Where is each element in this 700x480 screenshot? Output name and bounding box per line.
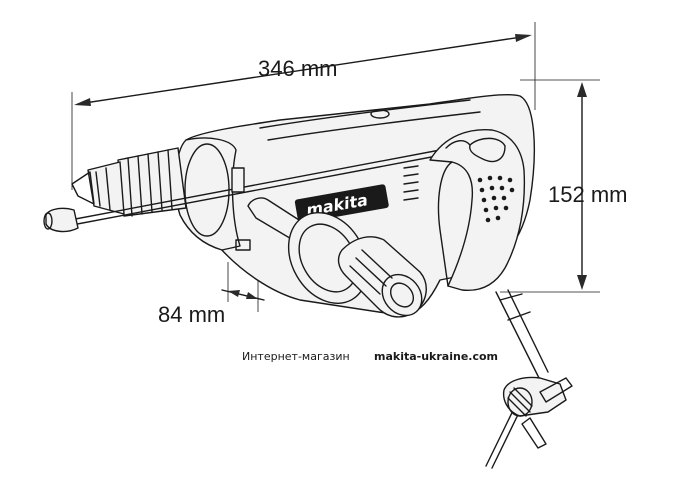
length-dimension xyxy=(71,22,536,190)
offset-label: 84 mm xyxy=(158,302,225,327)
watermark-site: makita-ukraine.com xyxy=(374,350,498,363)
vent-slots xyxy=(403,165,419,201)
drill-illustration: makita xyxy=(43,94,573,469)
side-handle xyxy=(247,197,427,318)
cord-and-chuck-key xyxy=(485,289,573,469)
watermark-prefix: Интернет-магазин xyxy=(242,350,350,363)
height-label: 152 mm xyxy=(548,182,627,207)
grip-texture xyxy=(477,175,515,223)
rear-handle xyxy=(429,128,526,292)
length-label: 346 mm xyxy=(258,56,337,81)
height-dimension xyxy=(500,79,600,293)
chuck xyxy=(71,147,187,217)
depth-rod xyxy=(43,149,443,233)
